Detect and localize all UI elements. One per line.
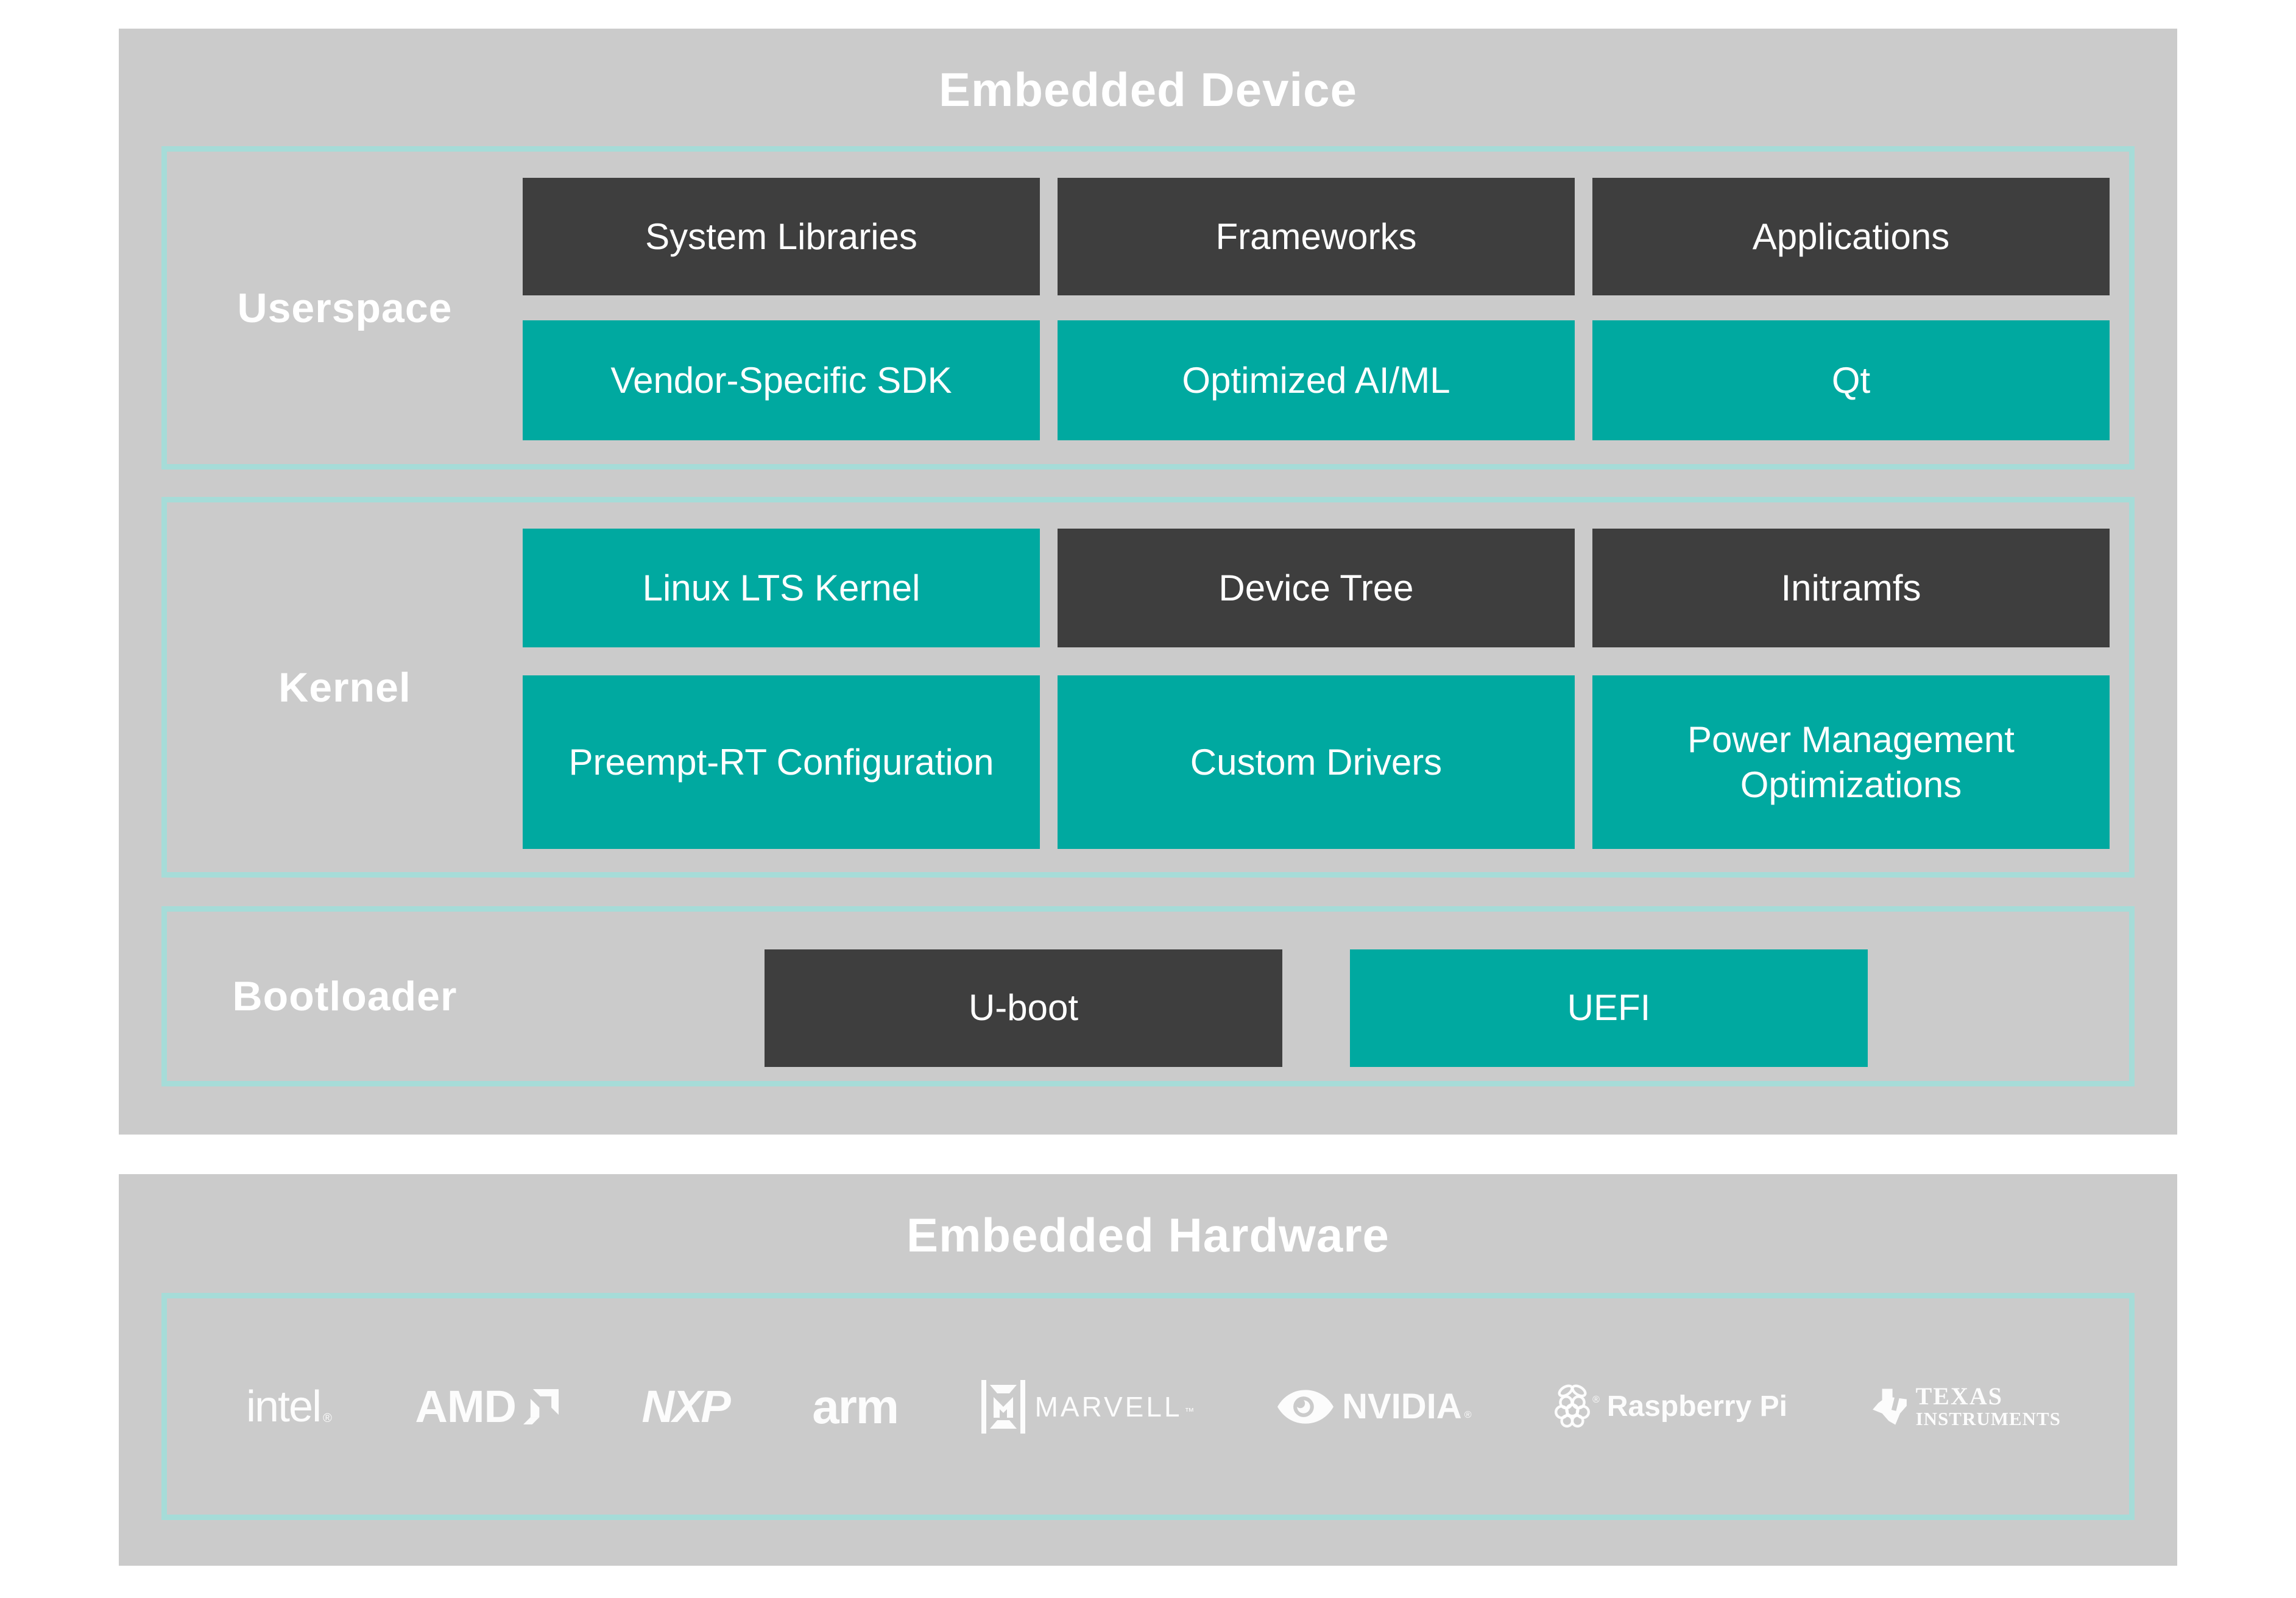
applications-box: Applications (1592, 178, 2110, 295)
raspberry-pi-logo: ® Raspberry Pi (1555, 1384, 1787, 1430)
marvell-tm-mark: ™ (1184, 1406, 1195, 1417)
embedded-device-panel: Embedded Device Userspace System Librari… (119, 29, 2177, 1135)
bootloader-row: U-boot UEFI (523, 949, 2110, 1067)
power-mgmt-box: Power Management Optimizations (1592, 675, 2110, 849)
nxp-logo: NXP (641, 1381, 731, 1432)
kernel-row-1: Linux LTS Kernel Device Tree Initramfs (523, 529, 2110, 647)
texas-instruments-logo: TEXAS INSTRUMENTS (1871, 1384, 2061, 1429)
kernel-section: Kernel Linux LTS Kernel Device Tree Init… (161, 497, 2135, 878)
u-boot-box: U-boot (765, 949, 1282, 1067)
marvell-logo: MARVELL ™ (981, 1379, 1195, 1434)
vendor-logo-row: intel ® AMD NXP (167, 1298, 2129, 1515)
bootloader-section: Bootloader U-boot UEFI (161, 906, 2135, 1086)
userspace-row-2: Vendor-Specific SDK Optimized AI/ML Qt (523, 320, 2110, 440)
amd-logo: AMD (415, 1381, 559, 1432)
bootloader-label: Bootloader (232, 973, 457, 1019)
embedded-hardware-panel: Embedded Hardware intel ® AMD (119, 1174, 2177, 1566)
rpi-registered-mark: ® (1592, 1394, 1600, 1405)
qt-box: Qt (1592, 320, 2110, 440)
nvidia-eye-icon (1277, 1388, 1334, 1426)
preempt-rt-box: Preempt-RT Configuration (523, 675, 1040, 849)
userspace-section: Userspace System Libraries Frameworks Ap… (161, 146, 2135, 470)
device-tree-box: Device Tree (1058, 529, 1575, 647)
userspace-label: Userspace (237, 284, 453, 331)
userspace-row-1: System Libraries Frameworks Applications (523, 178, 2110, 295)
initramfs-box: Initramfs (1592, 529, 2110, 647)
hardware-vendors-section: intel ® AMD NXP (161, 1293, 2135, 1520)
embedded-hardware-title: Embedded Hardware (906, 1208, 1390, 1262)
marvell-frame-icon (981, 1379, 1025, 1434)
nvidia-logo: NVIDIA ® (1277, 1386, 1471, 1427)
vendor-sdk-box: Vendor-Specific SDK (523, 320, 1040, 440)
frameworks-box: Frameworks (1058, 178, 1575, 295)
kernel-row-2: Preempt-RT Configuration Custom Drivers … (523, 675, 2110, 849)
linux-lts-kernel-box: Linux LTS Kernel (523, 529, 1040, 647)
optimized-aiml-box: Optimized AI/ML (1058, 320, 1575, 440)
arm-logo: arm (812, 1379, 899, 1434)
nvidia-registered-mark: ® (1464, 1410, 1472, 1420)
texas-state-icon (1871, 1388, 1909, 1426)
embedded-device-title: Embedded Device (939, 63, 1357, 116)
uefi-box: UEFI (1350, 949, 1868, 1067)
custom-drivers-box: Custom Drivers (1058, 675, 1575, 849)
kernel-label: Kernel (278, 664, 411, 711)
raspberry-icon (1555, 1384, 1591, 1430)
intel-registered-mark: ® (323, 1411, 332, 1425)
system-libraries-box: System Libraries (523, 178, 1040, 295)
amd-arrow-icon (523, 1389, 559, 1424)
intel-logo: intel ® (246, 1382, 332, 1431)
